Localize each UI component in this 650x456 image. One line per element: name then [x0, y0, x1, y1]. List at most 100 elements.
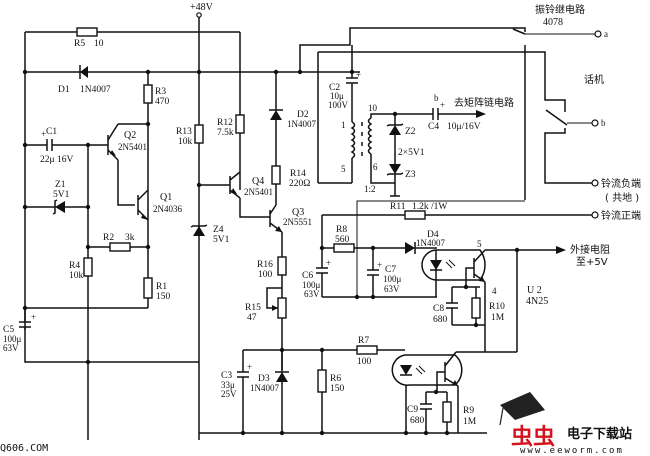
ground-rail — [24, 359, 199, 365]
c4-label: C4 — [428, 122, 439, 132]
q4-value: 2N5401 — [244, 187, 273, 197]
arrow-right-icon — [476, 110, 486, 118]
c3-value2: 25V — [221, 389, 237, 399]
r16-label: R16 — [257, 260, 273, 270]
watermarks: Q606.COM 虫虫 电子下载站 www.eeworm.com — [0, 392, 632, 456]
phone-label: 话机 — [584, 73, 604, 86]
lower-section: + C3 33μ 25V D3 1N4007 R6 150 R7 100 — [199, 336, 517, 436]
r3-value: 470 — [155, 97, 170, 107]
c5-value2: 63V — [3, 343, 19, 353]
c5-label: C5 — [3, 325, 14, 335]
r2-value: 3k — [125, 233, 135, 243]
z1-zener-icon — [55, 201, 65, 213]
transformer-pin10: 10 — [368, 103, 378, 113]
svg-text:+: + — [326, 258, 331, 268]
r14-value: 220Ω — [289, 179, 310, 189]
d3-value: 1N4007 — [250, 383, 279, 393]
r3-resistor-icon — [143, 84, 153, 104]
r4-value: 10k — [69, 271, 84, 281]
logo-glyph: 虫虫 — [511, 424, 555, 450]
r12-q4: R12 7.5k Q4 2N5401 — [217, 114, 273, 218]
r15-value: 47 — [247, 313, 257, 323]
c4-value: 10μ/16V — [447, 122, 481, 132]
c9-label: C9 — [407, 405, 418, 415]
terminal-b-label: b — [601, 118, 606, 128]
r6-label: R6 — [330, 374, 341, 384]
q2-label: Q2 — [124, 130, 136, 141]
terminal-a-label: a — [604, 29, 608, 39]
opto-pin5: 5 — [477, 239, 482, 249]
c5-value1: 100μ — [3, 334, 22, 344]
r14-label: R14 — [290, 169, 306, 179]
r5-label: R5 — [74, 39, 85, 49]
r1-value: 150 — [156, 292, 171, 302]
transformer-pin1: 1 — [341, 120, 346, 130]
q1-label: Q1 — [160, 192, 172, 203]
svg-text:+: + — [247, 362, 252, 372]
r7-label: R7 — [358, 336, 369, 346]
z3-label: Z3 — [405, 170, 416, 180]
r4-label: R4 — [69, 261, 80, 271]
r16-value: 100 — [258, 270, 273, 280]
r1-resistor-icon — [143, 277, 153, 299]
q2-value: 2N5401 — [118, 142, 147, 152]
r10-resistor-icon — [471, 297, 481, 319]
z1: Z1 5V1 — [22, 180, 91, 215]
z2-label: Z2 — [405, 127, 416, 137]
c6-value2: 63V — [304, 289, 320, 299]
terminal-b-icon[interactable] — [591, 119, 599, 127]
supply-terminal-icon — [196, 12, 202, 18]
c7-label: C7 — [385, 265, 396, 275]
q1-value: 2N4036 — [153, 204, 182, 214]
d2-diode-icon — [270, 110, 282, 120]
logo-text: 电子下载站 — [567, 426, 632, 442]
q3-value: 2N5551 — [283, 217, 312, 227]
r8-value: 560 — [335, 235, 350, 245]
opto2-led-icon — [400, 365, 412, 375]
c5: + C5 100μ 63V — [3, 308, 36, 361]
q3-label: Q3 — [292, 207, 304, 218]
ring-neg-sub-label: ( 共地 ) — [605, 191, 639, 204]
c9-value: 680 — [410, 416, 425, 426]
ring-pos-terminal-icon[interactable] — [591, 211, 599, 219]
supply-48v: +48V — [190, 2, 214, 440]
z1-label: Z1 — [55, 180, 66, 190]
transformer-primary-icon — [350, 121, 356, 159]
c8-value: 680 — [433, 315, 448, 325]
ext-arrow-icon — [556, 246, 566, 254]
c6-value1: 100μ — [302, 280, 321, 290]
r10-value: 1M — [491, 313, 505, 323]
r11-value: 1.2k /1W — [412, 202, 447, 212]
z4-value: 5V1 — [213, 235, 230, 245]
r3-label: R3 — [155, 87, 166, 97]
c7-value2: 63V — [384, 284, 400, 294]
c1-q2: + C1 22μ 16V Q2 2N5401 — [22, 123, 148, 206]
c6-r8-c7-d4: + C6 100μ 63V R8 560 + C7 100μ 63V D4 1N… — [302, 215, 445, 300]
r6-resistor-icon — [317, 369, 327, 393]
q1: Q1 2N4036 — [137, 189, 182, 278]
r1-label: R1 — [156, 282, 167, 292]
ext-resistor-sub-label: 至+5V — [576, 256, 608, 268]
r12-label: R12 — [217, 118, 233, 128]
c2-value1: 10μ — [330, 91, 344, 101]
d2-r14-q3: D2 1N4007 R14 220Ω Q3 2N5551 R16 100 R15… — [245, 72, 316, 370]
r5-value: 10 — [94, 39, 104, 49]
svg-text:+: + — [440, 100, 445, 110]
r6-value: 150 — [330, 384, 345, 394]
r13-z4: R13 10k Z4 5V1 — [176, 124, 230, 245]
terminal-a-icon[interactable] — [594, 30, 602, 38]
c8-label: C8 — [433, 304, 444, 314]
r2-resistor-icon — [109, 242, 131, 252]
d1-rail: D1 1N4007 — [22, 65, 360, 95]
transformer-ratio: 1:2 — [364, 184, 376, 194]
r11-resistor-icon — [404, 210, 426, 220]
transformer-secondary-icon — [367, 117, 373, 155]
d4-value: 1N4007 — [416, 238, 445, 248]
r14-resistor-icon — [271, 165, 281, 185]
r9-resistor-icon — [442, 401, 452, 423]
ring-neg-terminal-icon[interactable] — [591, 179, 599, 187]
transformer-pin5: 5 — [341, 164, 346, 174]
z3-zener-icon — [389, 164, 401, 174]
r12-value: 7.5k — [217, 128, 234, 138]
